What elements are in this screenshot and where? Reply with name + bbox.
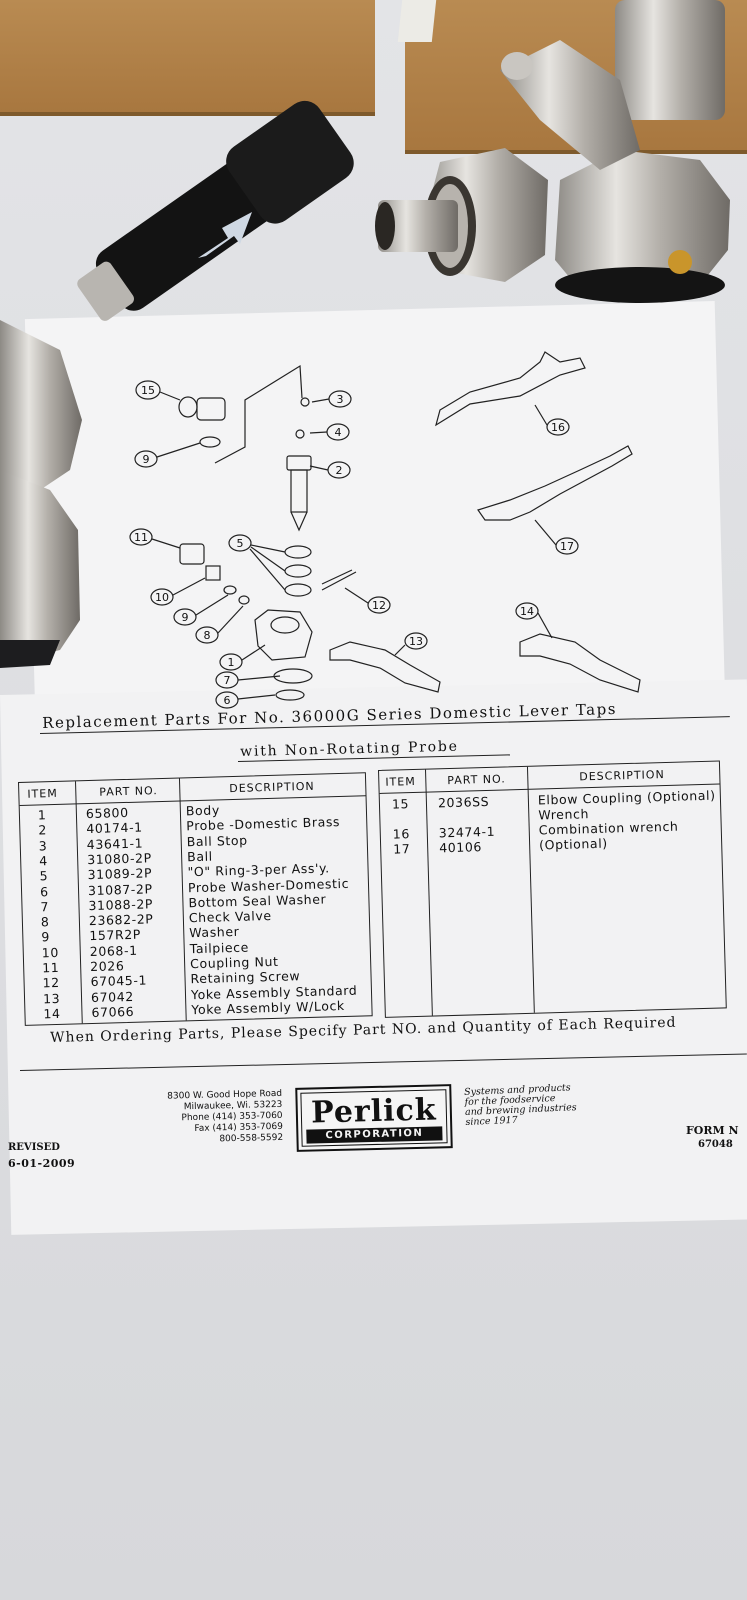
callout-17 bbox=[555, 537, 579, 555]
table-cell-part: 40174-1 bbox=[86, 819, 143, 837]
exploded-parts-diagram: 15 3 4 9 2 16 17 11 5 10 12 9 8 13 14 1 … bbox=[129, 351, 641, 709]
callout-4-label: 4 bbox=[335, 426, 342, 439]
header-part-no: PART NO. bbox=[99, 784, 158, 799]
company-slogan: Systems and products for the foodservice… bbox=[464, 1082, 577, 1128]
table-cell-item: 9 bbox=[41, 929, 51, 945]
table-cell-part: 65800 bbox=[85, 804, 129, 822]
table-cell-part: 31087-2P bbox=[87, 880, 153, 898]
callout-1 bbox=[219, 653, 243, 671]
table-cell-part: 2036SS bbox=[437, 793, 490, 811]
callout-6-label: 6 bbox=[224, 694, 231, 707]
parts-table-left: ITEM PART NO. DESCRIPTION 1 65800 Body 2 401… bbox=[18, 772, 373, 1026]
table-cell-item: 3 bbox=[38, 837, 48, 854]
cardboard-box-left bbox=[0, 0, 375, 116]
header-part-no: PART NO. bbox=[447, 772, 506, 788]
callout-7-label: 7 bbox=[224, 674, 231, 687]
company-address: 8300 W. Good Hope Road Milwaukee, Wi. 53… bbox=[152, 1089, 283, 1147]
callout-9a bbox=[134, 450, 158, 468]
header-description: DESCRIPTION bbox=[579, 767, 665, 784]
callout-15 bbox=[135, 380, 161, 400]
callout-9b bbox=[173, 608, 197, 626]
table-cell-desc: Ball Stop bbox=[186, 832, 248, 849]
table-cell-item: 11 bbox=[41, 959, 60, 976]
header-item: ITEM bbox=[385, 774, 416, 789]
perlick-logo: Perlick CORPORATION bbox=[295, 1084, 453, 1152]
table-cell-desc: Tailpiece bbox=[189, 939, 250, 956]
table-cell-part: 67066 bbox=[91, 1003, 135, 1020]
table-cell-item: 17 bbox=[393, 841, 411, 857]
callout-14 bbox=[515, 602, 539, 620]
table-cell-desc: (Optional) bbox=[538, 835, 608, 853]
table-cell-desc: Ball bbox=[186, 848, 213, 865]
table-cell-item: 5 bbox=[39, 868, 49, 884]
coupler-body-left bbox=[0, 320, 82, 668]
table-cell-part: 31088-2P bbox=[88, 896, 154, 913]
callout-6 bbox=[215, 691, 239, 709]
tap-handle bbox=[77, 100, 354, 321]
keg-tap-objects bbox=[0, 0, 730, 668]
callout-10-label: 10 bbox=[155, 591, 169, 604]
table-cell-part: 31089-2P bbox=[87, 865, 153, 883]
header-description: DESCRIPTION bbox=[229, 779, 315, 796]
callout-11 bbox=[129, 528, 153, 546]
table-cell-part: 43641-1 bbox=[86, 835, 144, 852]
logo-name: Perlick bbox=[310, 1092, 438, 1131]
callout-12 bbox=[367, 596, 391, 614]
callout-9a-label: 9 bbox=[143, 453, 150, 466]
table-cell-item: 2 bbox=[38, 822, 48, 838]
callout-14-label: 14 bbox=[520, 605, 534, 618]
arrow-icon bbox=[198, 212, 252, 258]
coupler-body-right bbox=[500, 0, 730, 303]
callout-3-label: 3 bbox=[337, 393, 344, 406]
table-cell-item: 14 bbox=[43, 1005, 61, 1022]
revised-date: 6-01-2009 bbox=[8, 1157, 76, 1170]
callout-15-label: 15 bbox=[141, 384, 155, 397]
table-cell-item: 16 bbox=[392, 826, 411, 842]
table-cell-part: 157R2P bbox=[89, 927, 142, 944]
callout-16 bbox=[546, 418, 570, 436]
table-cell-part: 31080-2P bbox=[86, 850, 152, 867]
callout-12-label: 12 bbox=[372, 599, 386, 612]
table-cell-part: 32474-1 bbox=[438, 823, 496, 841]
form-label: FORM N bbox=[686, 1124, 739, 1137]
table-cell-item: 12 bbox=[42, 975, 60, 991]
callout-8-label: 8 bbox=[204, 629, 211, 642]
callout-2-label: 2 bbox=[336, 464, 343, 477]
callout-13 bbox=[404, 632, 428, 650]
callout-13-label: 13 bbox=[409, 635, 423, 648]
form-number: 67048 bbox=[698, 1139, 733, 1150]
callout-17-label: 17 bbox=[560, 540, 574, 553]
callout-11-label: 11 bbox=[134, 531, 148, 544]
table-cell-part: 67042 bbox=[90, 988, 134, 1005]
callout-16-label: 16 bbox=[551, 421, 565, 434]
table-cell-part: 2026 bbox=[89, 958, 125, 975]
table-cell-item: 13 bbox=[42, 990, 61, 1006]
table-cell-desc: Body bbox=[185, 802, 221, 819]
table-cell-desc: Washer bbox=[189, 924, 240, 941]
callout-8 bbox=[195, 626, 219, 644]
table-cell-item: 4 bbox=[38, 853, 48, 869]
header-item: ITEM bbox=[27, 786, 58, 801]
table-cell-part: 2068-1 bbox=[89, 942, 138, 959]
coupling-nut bbox=[375, 148, 548, 282]
callout-5 bbox=[228, 534, 252, 552]
callout-5-label: 5 bbox=[237, 537, 244, 550]
callout-1-label: 1 bbox=[228, 656, 235, 669]
table-cell-item: 7 bbox=[40, 898, 50, 915]
table-cell-part: 67045-1 bbox=[90, 972, 148, 990]
revised-label: REVISED bbox=[8, 1142, 60, 1153]
callout-10 bbox=[150, 588, 174, 606]
table-cell-desc: Wrench bbox=[538, 806, 590, 823]
table-cell-item: 6 bbox=[39, 883, 49, 899]
table-cell-item: 15 bbox=[391, 796, 410, 812]
table-cell-part: 40106 bbox=[438, 839, 483, 856]
table-cell-item: 10 bbox=[41, 944, 60, 961]
callout-9b-label: 9 bbox=[182, 611, 189, 624]
table-cell-desc: Yoke Assembly W/Lock bbox=[191, 997, 345, 1018]
table-cell-item: 8 bbox=[40, 914, 50, 930]
table-cell-item: 1 bbox=[37, 807, 47, 823]
table-cell-part: 23682-2P bbox=[88, 911, 154, 929]
